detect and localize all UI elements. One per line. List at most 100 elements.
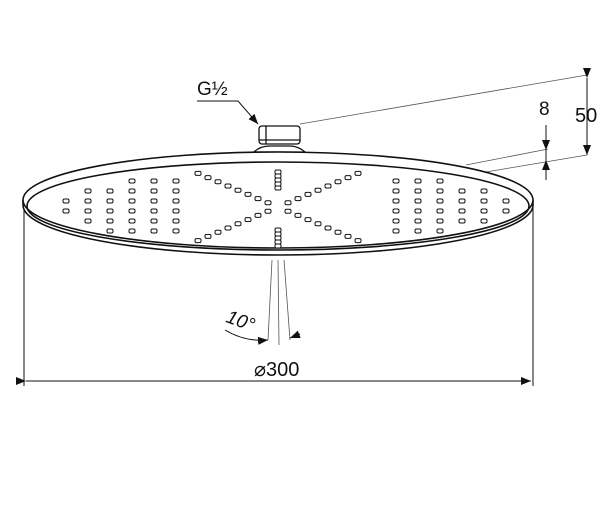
nozzle (414, 198, 422, 204)
nozzle (458, 188, 466, 194)
nozzle (62, 208, 70, 214)
diameter-value: 300 (266, 359, 300, 381)
nozzle (244, 217, 252, 223)
nozzle (106, 198, 114, 204)
rim-height-label: 8 (539, 99, 550, 120)
nozzle (324, 183, 332, 189)
nozzle (274, 181, 282, 187)
nozzle (274, 235, 282, 241)
nozzle (84, 188, 92, 194)
nozzle (392, 228, 400, 234)
nozzle (436, 218, 444, 224)
nozzle (264, 208, 272, 214)
nozzle (344, 233, 352, 239)
nozzle (354, 238, 362, 244)
nozzle (274, 239, 282, 245)
nozzle (344, 175, 352, 181)
nozzle (172, 208, 180, 214)
nozzle (254, 196, 262, 202)
angle-arc (224, 329, 269, 345)
nozzle (106, 218, 114, 224)
nozzle (304, 217, 312, 223)
nozzle (392, 178, 400, 184)
nozzle (128, 188, 136, 194)
nozzle (62, 198, 70, 204)
nozzle (414, 208, 422, 214)
nozzle (214, 229, 222, 235)
nozzle (204, 233, 212, 239)
nozzle (172, 188, 180, 194)
nozzle (150, 188, 158, 194)
diameter-label: ⌀300 (254, 360, 299, 380)
nozzle (392, 198, 400, 204)
nozzle (150, 198, 158, 204)
nozzle (84, 198, 92, 204)
nozzle (480, 208, 488, 214)
nozzle (214, 179, 222, 185)
nozzle (128, 198, 136, 204)
nozzle (128, 228, 136, 234)
nozzle (502, 208, 510, 214)
nozzle (436, 198, 444, 204)
nozzle (274, 243, 282, 249)
nozzle (314, 187, 322, 193)
nozzle (414, 188, 422, 194)
nozzle (194, 170, 202, 176)
nozzle (458, 198, 466, 204)
nozzle (264, 200, 272, 206)
nozzle (128, 178, 136, 184)
nozzle (244, 191, 252, 197)
nozzle (106, 208, 114, 214)
nozzle (150, 218, 158, 224)
nozzle (294, 196, 302, 202)
nozzle (172, 178, 180, 184)
nozzle (254, 212, 262, 218)
nozzle (314, 221, 322, 227)
nozzle (128, 218, 136, 224)
nozzle (84, 208, 92, 214)
nozzle (224, 225, 232, 231)
nozzle (414, 228, 422, 234)
nozzle (234, 187, 242, 193)
nozzle (274, 169, 282, 175)
nozzle (204, 175, 212, 181)
nozzle (304, 191, 312, 197)
nozzle (392, 208, 400, 214)
nozzle (414, 178, 422, 184)
nozzle (84, 218, 92, 224)
thread-size-label: G½ (197, 79, 228, 100)
nozzle (234, 221, 242, 227)
nozzle (284, 208, 292, 214)
total-height-label: 50 (575, 105, 598, 127)
nozzle (480, 218, 488, 224)
nozzle (392, 188, 400, 194)
nozzle (392, 218, 400, 224)
diameter-symbol: ⌀ (254, 359, 267, 381)
nozzle (436, 188, 444, 194)
nozzle (284, 200, 292, 206)
nozzle (150, 228, 158, 234)
nozzle (224, 183, 232, 189)
nozzle (150, 208, 158, 214)
nozzle (458, 218, 466, 224)
nozzle (294, 212, 302, 218)
nozzle (172, 218, 180, 224)
thread-leader (197, 100, 259, 125)
nozzle (334, 229, 342, 235)
nozzle (480, 198, 488, 204)
connector-nut (252, 125, 307, 153)
nozzle (274, 185, 282, 191)
nozzle (274, 173, 282, 179)
shower-plate (22, 151, 534, 256)
nozzle (172, 228, 180, 234)
nozzle (106, 228, 114, 234)
nozzle (458, 208, 466, 214)
nozzle (436, 228, 444, 234)
nozzle (150, 178, 158, 184)
nozzle (172, 198, 180, 204)
nozzle (324, 225, 332, 231)
nozzle (436, 178, 444, 184)
nozzle (274, 231, 282, 237)
